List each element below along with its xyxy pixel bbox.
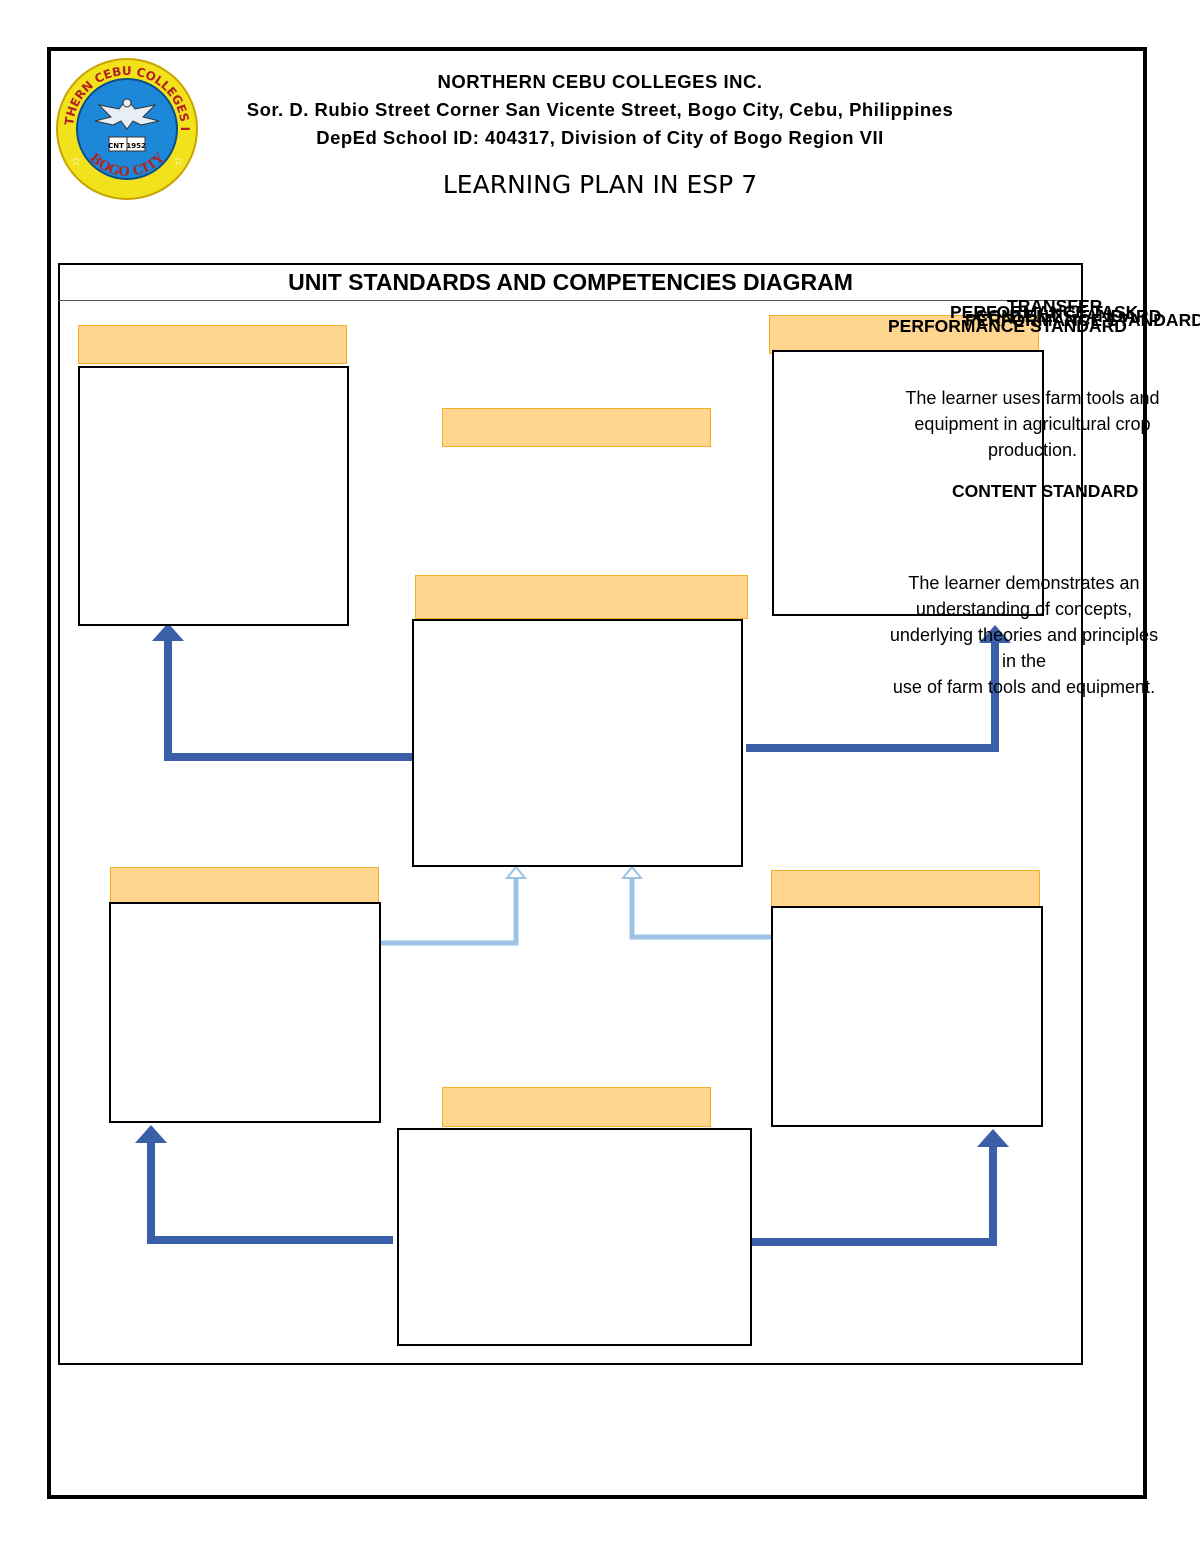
arrow-center-to-top-left [164,635,413,761]
label-bar-mid-right [771,870,1040,908]
school-seal-logo: NORTHERN CEBU COLLEGES INC. BOGO CITY CN… [55,57,198,200]
heading-performance-task: PERFORMANCE TASK [950,302,1139,322]
arrow-bottom-to-left [147,1140,393,1244]
heading-performance-standard-stack: PERFORMANCE STANDARD [965,310,1200,330]
box-mid-left [109,902,381,1123]
institution-address: Sor. D. Rubio Street Corner San Vicente … [246,99,954,120]
content-standard-line: use of farm tools and equipment. [892,677,1156,697]
label-bar-center [415,575,748,619]
svg-text:☆: ☆ [173,154,184,168]
content-standard-label: CONTENT STANDARD [952,481,1139,501]
diagram-frame [58,263,1083,1365]
label-bar-mid-left [110,867,379,904]
content-standard-line: underlying theories and principles [889,625,1159,645]
svg-text:CNT 1952: CNT 1952 [108,142,146,150]
heading-transfer: TRANSFER [1007,296,1103,316]
heading-content-standard-stack: CONTENT STANDARD [975,306,1162,326]
diagram-title: UNIT STANDARDS AND COMPETENCIES DIAGRAM [58,265,1083,301]
performance-standard-text: The learner uses farm tools and equipmen… [905,388,1160,460]
page-border [47,47,1147,1499]
content-standard-text: The learner demonstrates an understandin… [862,570,1186,700]
content-standard-line: in the [1001,651,1047,671]
box-mid-right [771,906,1043,1127]
label-bar-bottom [442,1087,711,1127]
arrow-center-to-top-right [746,640,999,752]
box-center [412,619,743,867]
arrow-left-to-center [380,878,519,946]
box-top-left [78,366,349,626]
arrow-right-to-center [629,878,771,940]
plan-title: LEARNING PLAN IN ESP 7 [442,170,758,199]
box-bottom [397,1128,752,1346]
svg-text:☆: ☆ [71,154,82,168]
content-standard-line: The learner demonstrates an [908,573,1140,593]
box-top-right [772,350,1044,616]
content-standard-line: understanding of concepts, [915,599,1133,619]
institution-name: NORTHERN CEBU COLLEGES INC. [437,71,763,92]
label-bar-top-left [78,325,347,364]
label-bar-top-center [442,408,711,447]
performance-standard-label: PERFORMANCE STANDARD [888,316,1127,336]
school-id: DepEd School ID: 404317, Division of Cit… [316,127,884,148]
arrow-bottom-to-right [751,1146,997,1246]
